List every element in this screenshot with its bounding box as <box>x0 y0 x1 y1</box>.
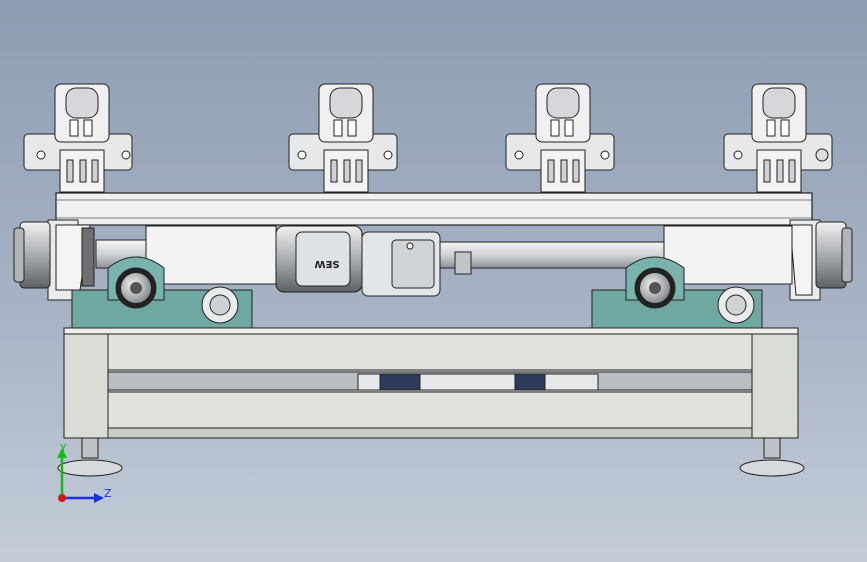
trolley-hanger-4 <box>723 83 833 193</box>
pillow-block-bearing-right <box>591 256 763 329</box>
coordinate-triad-icon: Y Z <box>57 442 112 503</box>
top-crossbeam <box>55 192 813 226</box>
leveling-foot-left <box>57 437 123 477</box>
triad-y-label: Y <box>59 442 67 455</box>
trolley-hanger-2 <box>288 83 398 193</box>
right-end-roller <box>789 219 853 301</box>
pillow-block-bearing-left <box>71 256 253 329</box>
base-frame <box>63 327 799 439</box>
trolley-hanger-3 <box>505 83 615 193</box>
drive-shaft <box>95 225 793 285</box>
leveling-foot-right <box>739 437 805 477</box>
left-end-roller <box>13 219 95 301</box>
motor-brand-label: SEW <box>314 258 339 269</box>
triad-z-label: Z <box>104 487 112 500</box>
trolley-hanger-1 <box>23 83 133 193</box>
gear-motor: SEW <box>275 225 441 297</box>
